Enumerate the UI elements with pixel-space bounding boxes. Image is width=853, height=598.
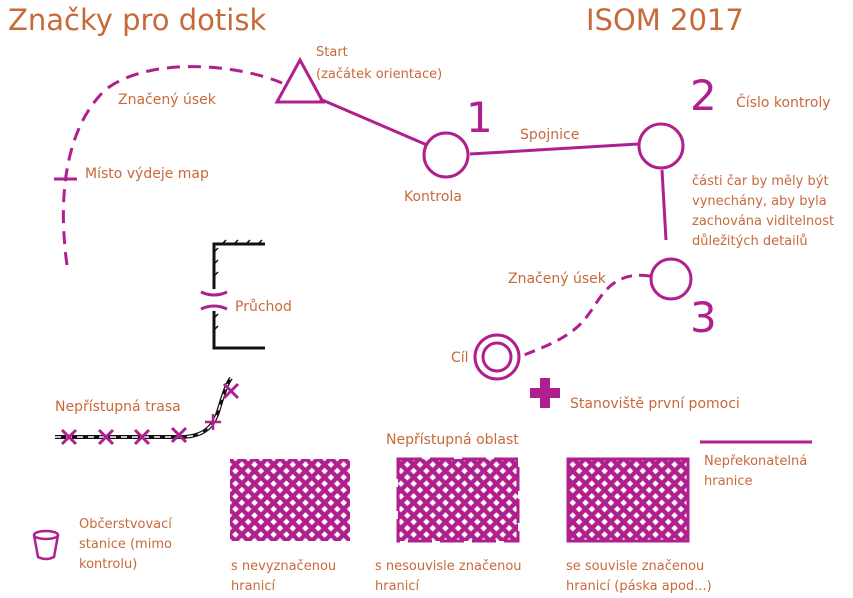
out-of-bounds-area-broken-boundary — [398, 459, 518, 541]
full-boundary-outline — [566, 457, 690, 543]
area-broken-boundary-label-line-1: s nesouvisle značenou — [375, 559, 522, 574]
crossing-point-symbol — [200, 290, 228, 311]
marked-route-bottom-label: Značený úsek — [508, 271, 607, 287]
area-broken-boundary-label-line-2: hranicí — [375, 579, 420, 594]
control-number-caption: Číslo kontroly — [736, 93, 831, 111]
area-no-boundary-label-line-2: hranicí — [231, 579, 276, 594]
course-line-start-to-1 — [319, 97, 428, 147]
control-3-circle — [649, 257, 693, 301]
area-full-boundary-label-line-1: se souvisle značenou — [566, 559, 704, 574]
crossing-point-label: Průchod — [235, 299, 292, 315]
line-gap-note-line-2: vynechány, aby byla — [692, 194, 827, 209]
marked-route-top-line — [61, 65, 283, 266]
broken-boundary-outline — [396, 457, 520, 543]
control-2-circle — [637, 122, 685, 170]
start-label: Start — [316, 45, 348, 60]
out-of-bounds-area-no-boundary — [230, 459, 350, 541]
line-gap-note-line-4: důležitých detailů — [692, 234, 808, 249]
start-triangle-symbol — [274, 56, 326, 104]
map-issue-point-label: Místo výdeje map — [85, 166, 209, 182]
out-of-bounds-route-symbol — [55, 376, 240, 446]
connecting-line-label: Spojnice — [520, 127, 579, 143]
area-no-boundary-label-line-1: s nevyznačenou — [231, 559, 336, 574]
course-line-2-to-3 — [660, 169, 668, 241]
course-line-1-to-2 — [469, 142, 640, 156]
refreshment-label-line-3: kontrolu) — [79, 557, 137, 572]
finish-label: Cíl — [451, 350, 469, 366]
out-of-bounds-area-label: Nepřístupná oblast — [386, 432, 519, 448]
start-sub-label: (začátek orientace) — [316, 67, 442, 82]
area-full-boundary-label-line-2: hranicí (páska apod...) — [566, 579, 712, 594]
control-3-number: 3 — [690, 293, 717, 342]
refreshment-label-line-2: stanice (mimo — [79, 537, 172, 552]
control-label: Kontrola — [404, 189, 462, 205]
refreshment-label-line-1: Občerstvovací — [79, 517, 172, 532]
uncrossable-boundary-label-line-1: Nepřekonatelná — [704, 454, 807, 469]
marked-route-bottom-line — [523, 273, 651, 357]
finish-outer-circle — [473, 333, 521, 381]
marked-route-top-label: Značený úsek — [118, 92, 217, 108]
first-aid-cross-horizontal — [530, 388, 560, 398]
out-of-bounds-route-label: Nepřístupná trasa — [55, 399, 181, 415]
out-of-bounds-area-full-boundary — [568, 459, 688, 541]
control-1-number: 1 — [466, 93, 493, 142]
finish-inner-circle — [481, 341, 513, 373]
control-1-circle — [422, 131, 470, 179]
uncrossable-boundary-label-line-2: hranice — [704, 474, 753, 489]
crossing-point-wall-symbol — [212, 239, 265, 350]
standard-label: ISOM 2017 — [586, 3, 744, 37]
first-aid-label: Stanoviště první pomoci — [570, 396, 740, 412]
control-2-number: 2 — [690, 71, 717, 120]
page-title: Značky pro dotisk — [8, 3, 266, 37]
line-gap-note-line-1: části čar by měly být — [692, 174, 829, 189]
line-gap-note-line-3: zachována viditelnost — [692, 214, 834, 229]
cup-icon — [32, 529, 60, 561]
